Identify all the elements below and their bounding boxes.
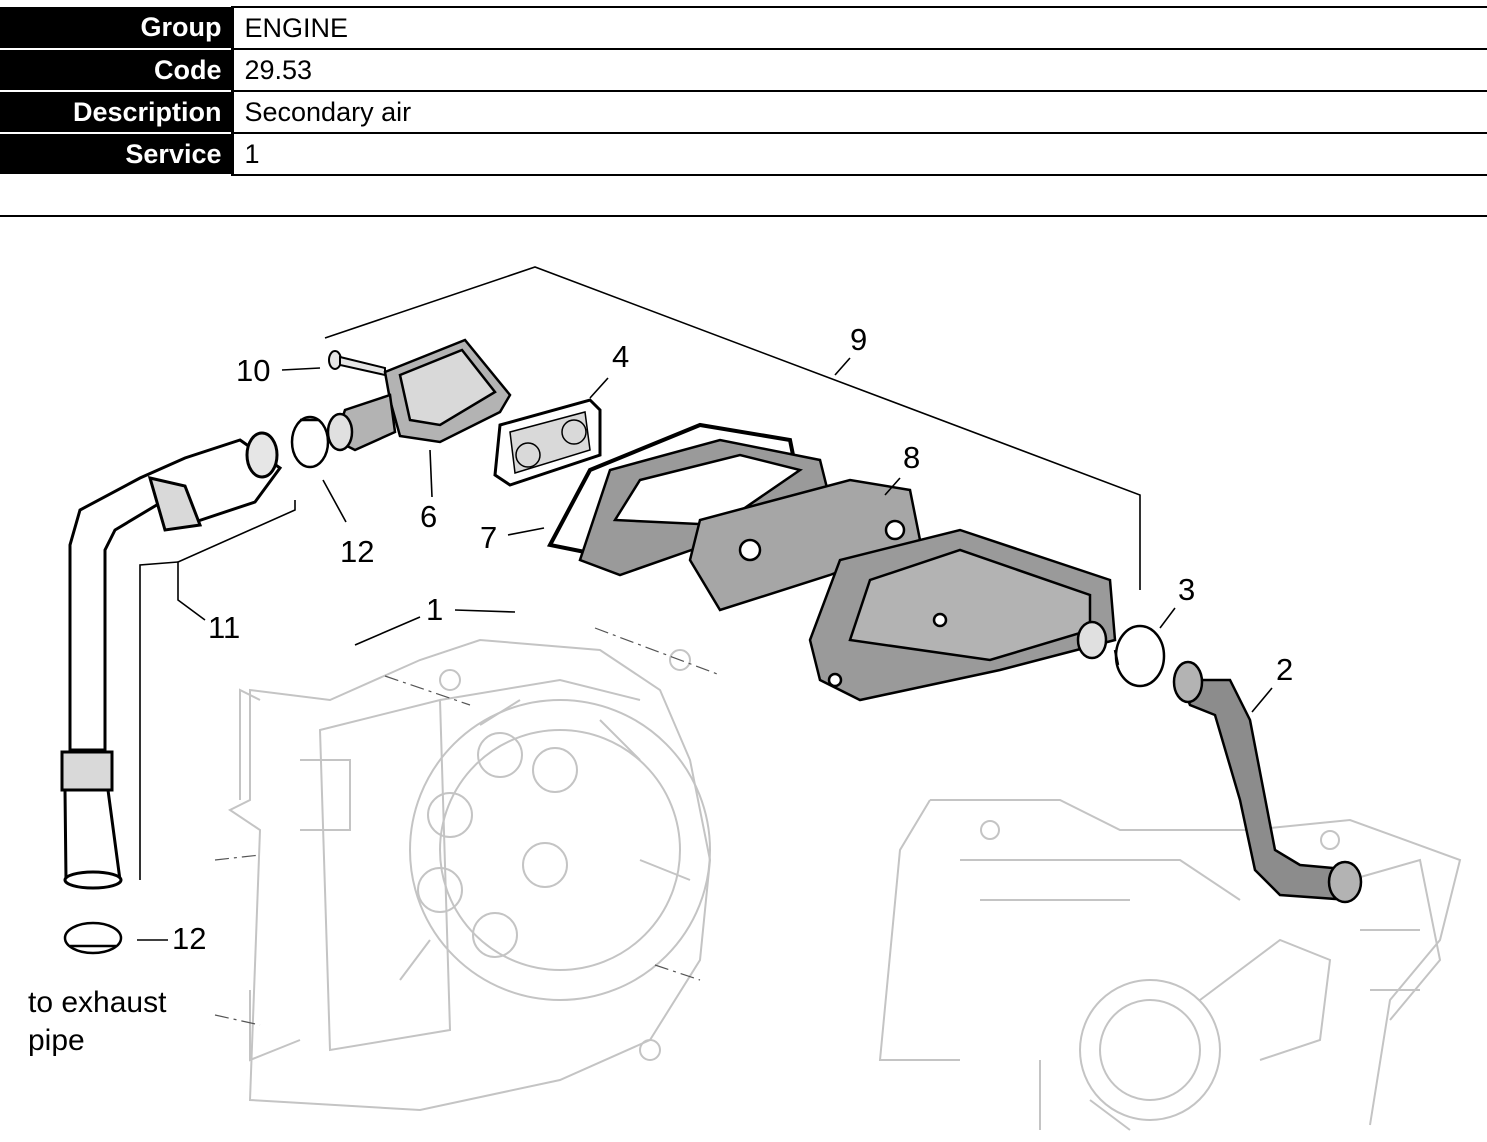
reed-valve-part bbox=[578, 438, 1117, 702]
exhaust-note: to exhaust pipe bbox=[28, 986, 167, 1057]
callout-6: 6 bbox=[420, 499, 437, 534]
info-label: Code bbox=[0, 49, 232, 92]
callout-7: 7 bbox=[480, 520, 497, 555]
callout-3: 3 bbox=[1178, 572, 1195, 607]
callout-12-upper: 12 bbox=[340, 534, 374, 569]
callout-11: 11 bbox=[208, 610, 240, 645]
info-row-group: Group ENGINE bbox=[0, 6, 1487, 50]
hose-right-part bbox=[1172, 660, 1363, 904]
info-table: Group ENGINE Code 29.53 Description Seco… bbox=[0, 6, 1487, 176]
pipe-left-part bbox=[60, 431, 283, 890]
info-value: ENGINE bbox=[230, 6, 1487, 50]
reed-gasket-part bbox=[493, 398, 602, 487]
clamp-upper-part bbox=[290, 415, 330, 469]
info-label: Group bbox=[0, 7, 232, 50]
info-label: Description bbox=[0, 91, 232, 134]
callout-12-lower: 12 bbox=[172, 921, 206, 956]
leader-lines bbox=[137, 357, 1273, 941]
callout-9: 9 bbox=[850, 322, 867, 357]
header-separator bbox=[0, 215, 1487, 217]
note-line-1: to exhaust bbox=[28, 986, 167, 1019]
info-row-service: Service 1 bbox=[0, 132, 1487, 176]
bracket-9 bbox=[324, 266, 1141, 590]
info-label: Service bbox=[0, 133, 232, 176]
engine-cover-outline bbox=[228, 638, 712, 1112]
callouts: 10 4 9 8 6 12 7 3 2 1 11 12 bbox=[172, 322, 1293, 956]
info-value: 29.53 bbox=[230, 48, 1487, 92]
screw-part bbox=[328, 350, 386, 377]
callout-2: 2 bbox=[1276, 652, 1293, 687]
crankcase-outline bbox=[878, 799, 1462, 1131]
info-value: Secondary air bbox=[230, 90, 1487, 134]
axis-lines bbox=[214, 627, 721, 1026]
callout-8: 8 bbox=[903, 440, 920, 475]
clamp-lower-part bbox=[63, 921, 123, 955]
callout-4: 4 bbox=[612, 339, 629, 374]
callout-10: 10 bbox=[236, 353, 270, 388]
note-line-2: pipe bbox=[28, 1024, 85, 1057]
callout-1: 1 bbox=[426, 592, 443, 627]
info-row-code: Code 29.53 bbox=[0, 48, 1487, 92]
info-row-description: Description Secondary air bbox=[0, 90, 1487, 134]
clamp-right-part bbox=[1113, 624, 1166, 688]
info-value: 1 bbox=[230, 132, 1487, 176]
union-fitting-part bbox=[326, 338, 512, 452]
